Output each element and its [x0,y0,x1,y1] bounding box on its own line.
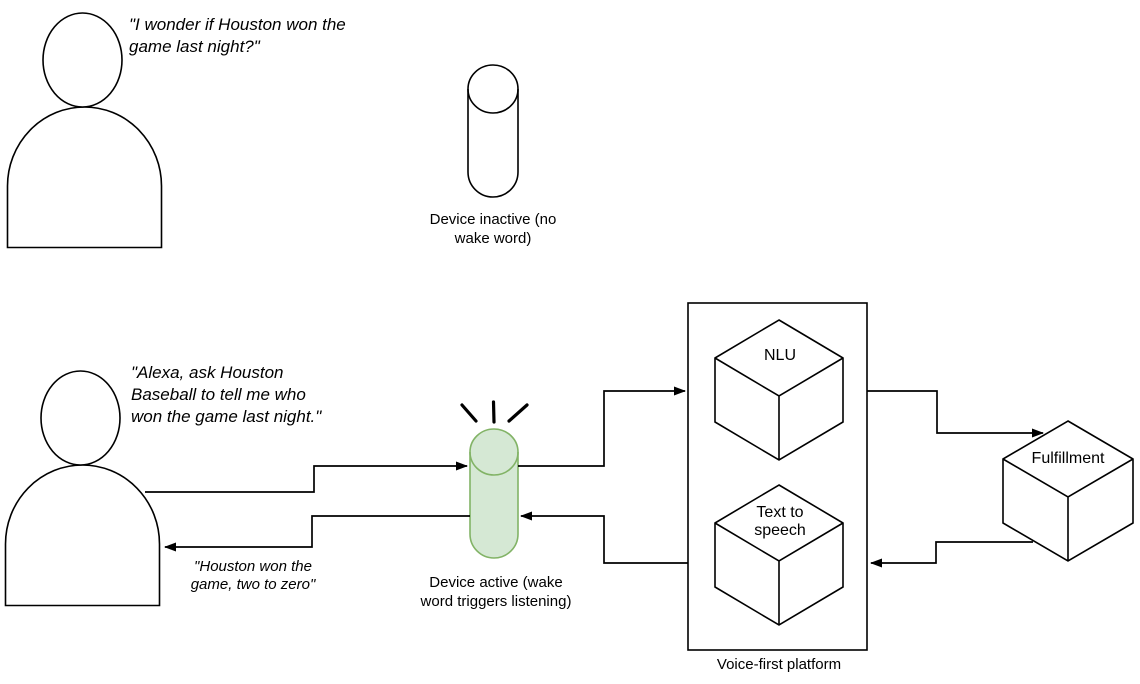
user-bottom-body [4,464,161,607]
arrow-platform-to-device [520,511,688,564]
speech-wonder-text: "I wonder if Houston won the game last n… [129,15,346,56]
speech-response-text: "Houston won the game, two to zero" [190,558,316,593]
arrow-fulfillment-to-platform [870,541,1033,568]
user-bottom-head [40,370,121,466]
listening-ray-left-icon [460,403,478,423]
speech-request-text: "Alexa, ask Houston Baseball to tell me … [131,363,322,426]
voice-first-platform-label: Voice-first platform [716,656,842,673]
nlu-label: NLU [763,347,797,364]
device-active-cylinder-icon [460,400,529,559]
user-top-body [6,106,163,249]
device-active-label: Device active (wake word triggers listen… [420,574,572,610]
user-bottom-icon [4,370,161,607]
arrow-platform-to-fulfillment [867,390,1044,438]
device-inactive-cylinder-rim [467,88,519,114]
device-active-cylinder-body [469,428,519,559]
voice-first-platform-box [687,302,868,651]
listening-ray-right-icon [507,403,529,423]
arrow-user-to-device [145,461,468,493]
user-top-icon [6,12,163,249]
tts-cube-edges [714,522,844,625]
fulfillment-label: Fulfillment [1031,450,1105,467]
user-top-head [42,12,123,108]
device-inactive-cylinder-body [467,64,519,198]
fulfillment-cube-edges [1002,458,1134,561]
arrow-device-to-platform [518,386,686,467]
device-inactive-cylinder-icon [467,64,519,198]
device-inactive-label: Device inactive (no wake word) [429,211,557,247]
tts-cube-icon [714,484,844,626]
nlu-cube-icon [714,319,844,461]
nlu-cube-edges [714,357,844,460]
tts-label: Text to speech [754,504,806,539]
device-active-cylinder-rim [469,451,519,476]
fulfillment-cube-icon [1002,420,1134,562]
listening-ray-middle-icon [491,400,496,424]
arrow-device-to-user [164,515,470,552]
